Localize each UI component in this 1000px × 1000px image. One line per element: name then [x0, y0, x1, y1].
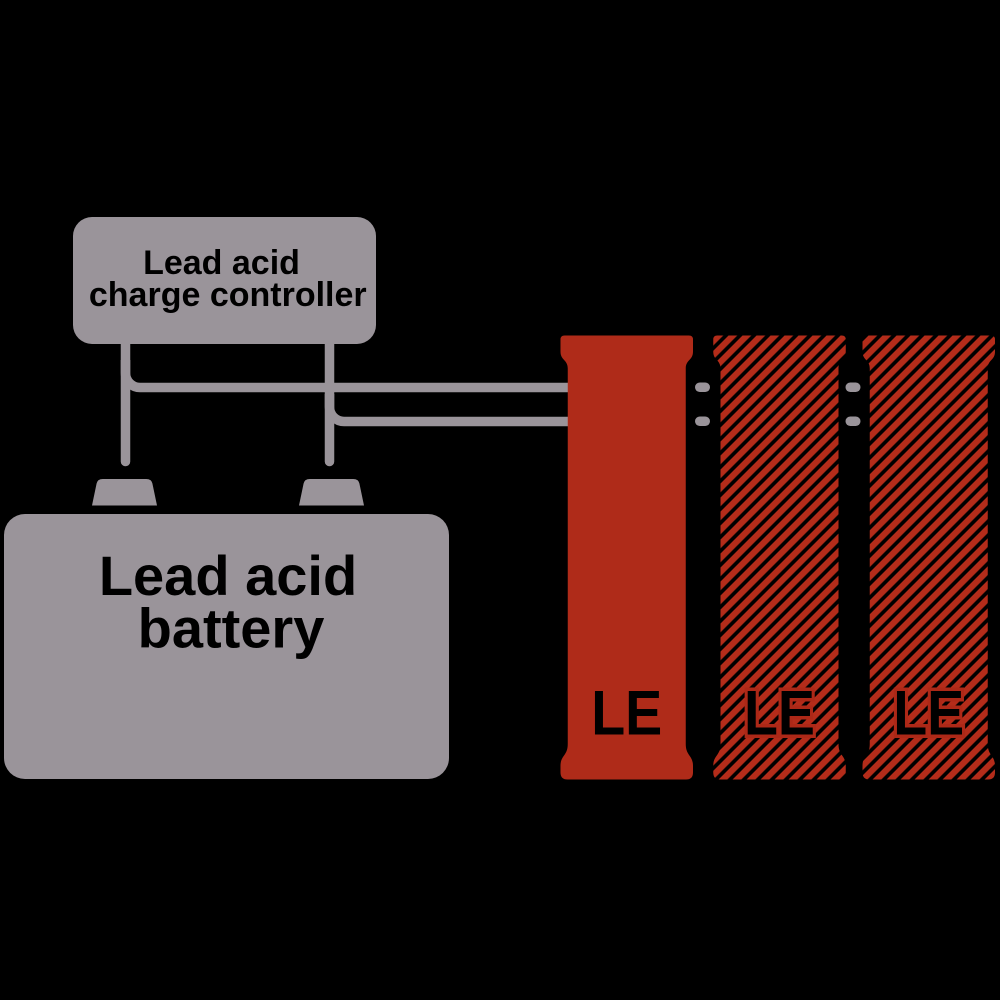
svg-text:charge controller: charge controller	[89, 276, 367, 314]
svg-text:LE: LE	[893, 679, 964, 749]
svg-text:battery: battery	[138, 597, 325, 660]
svg-text:LE: LE	[591, 679, 662, 749]
svg-text:Lead acid: Lead acid	[99, 544, 357, 607]
svg-text:Lead acid: Lead acid	[143, 244, 300, 282]
svg-text:LE: LE	[744, 679, 815, 749]
